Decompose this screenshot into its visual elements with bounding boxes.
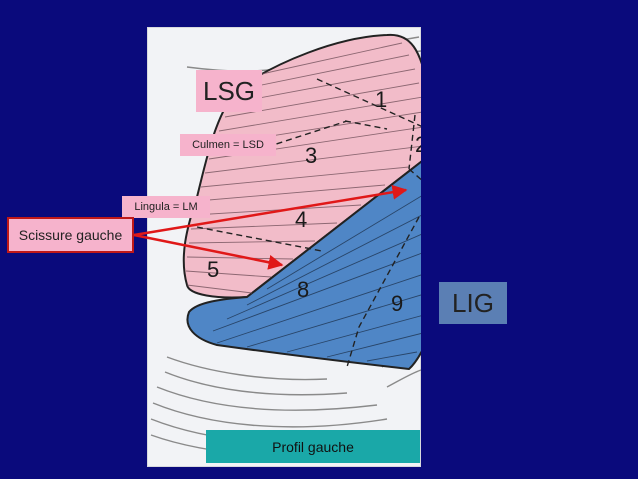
lower-lobe-stripes — [212, 195, 421, 362]
lsg-label: LSG — [196, 70, 262, 112]
lingula-label: Lingula = LM — [122, 196, 210, 218]
segment-2: 2 — [415, 132, 421, 157]
segment-1: 1 — [375, 87, 387, 112]
segment-3: 3 — [305, 143, 317, 168]
segment-5: 5 — [207, 257, 219, 282]
scissure-label: Scissure gauche — [7, 217, 134, 253]
lung-illustration: 1 2 3 4 5 6 8 9 — [147, 27, 421, 467]
segment-9: 9 — [391, 291, 403, 316]
lig-label: LIG — [439, 282, 507, 324]
profil-label: Profil gauche — [206, 430, 420, 463]
segment-8: 8 — [297, 277, 309, 302]
lung-diagram: 1 2 3 4 5 6 8 9 — [150, 33, 421, 458]
culmen-label: Culmen = LSD — [180, 134, 276, 156]
segment-4: 4 — [295, 207, 307, 232]
